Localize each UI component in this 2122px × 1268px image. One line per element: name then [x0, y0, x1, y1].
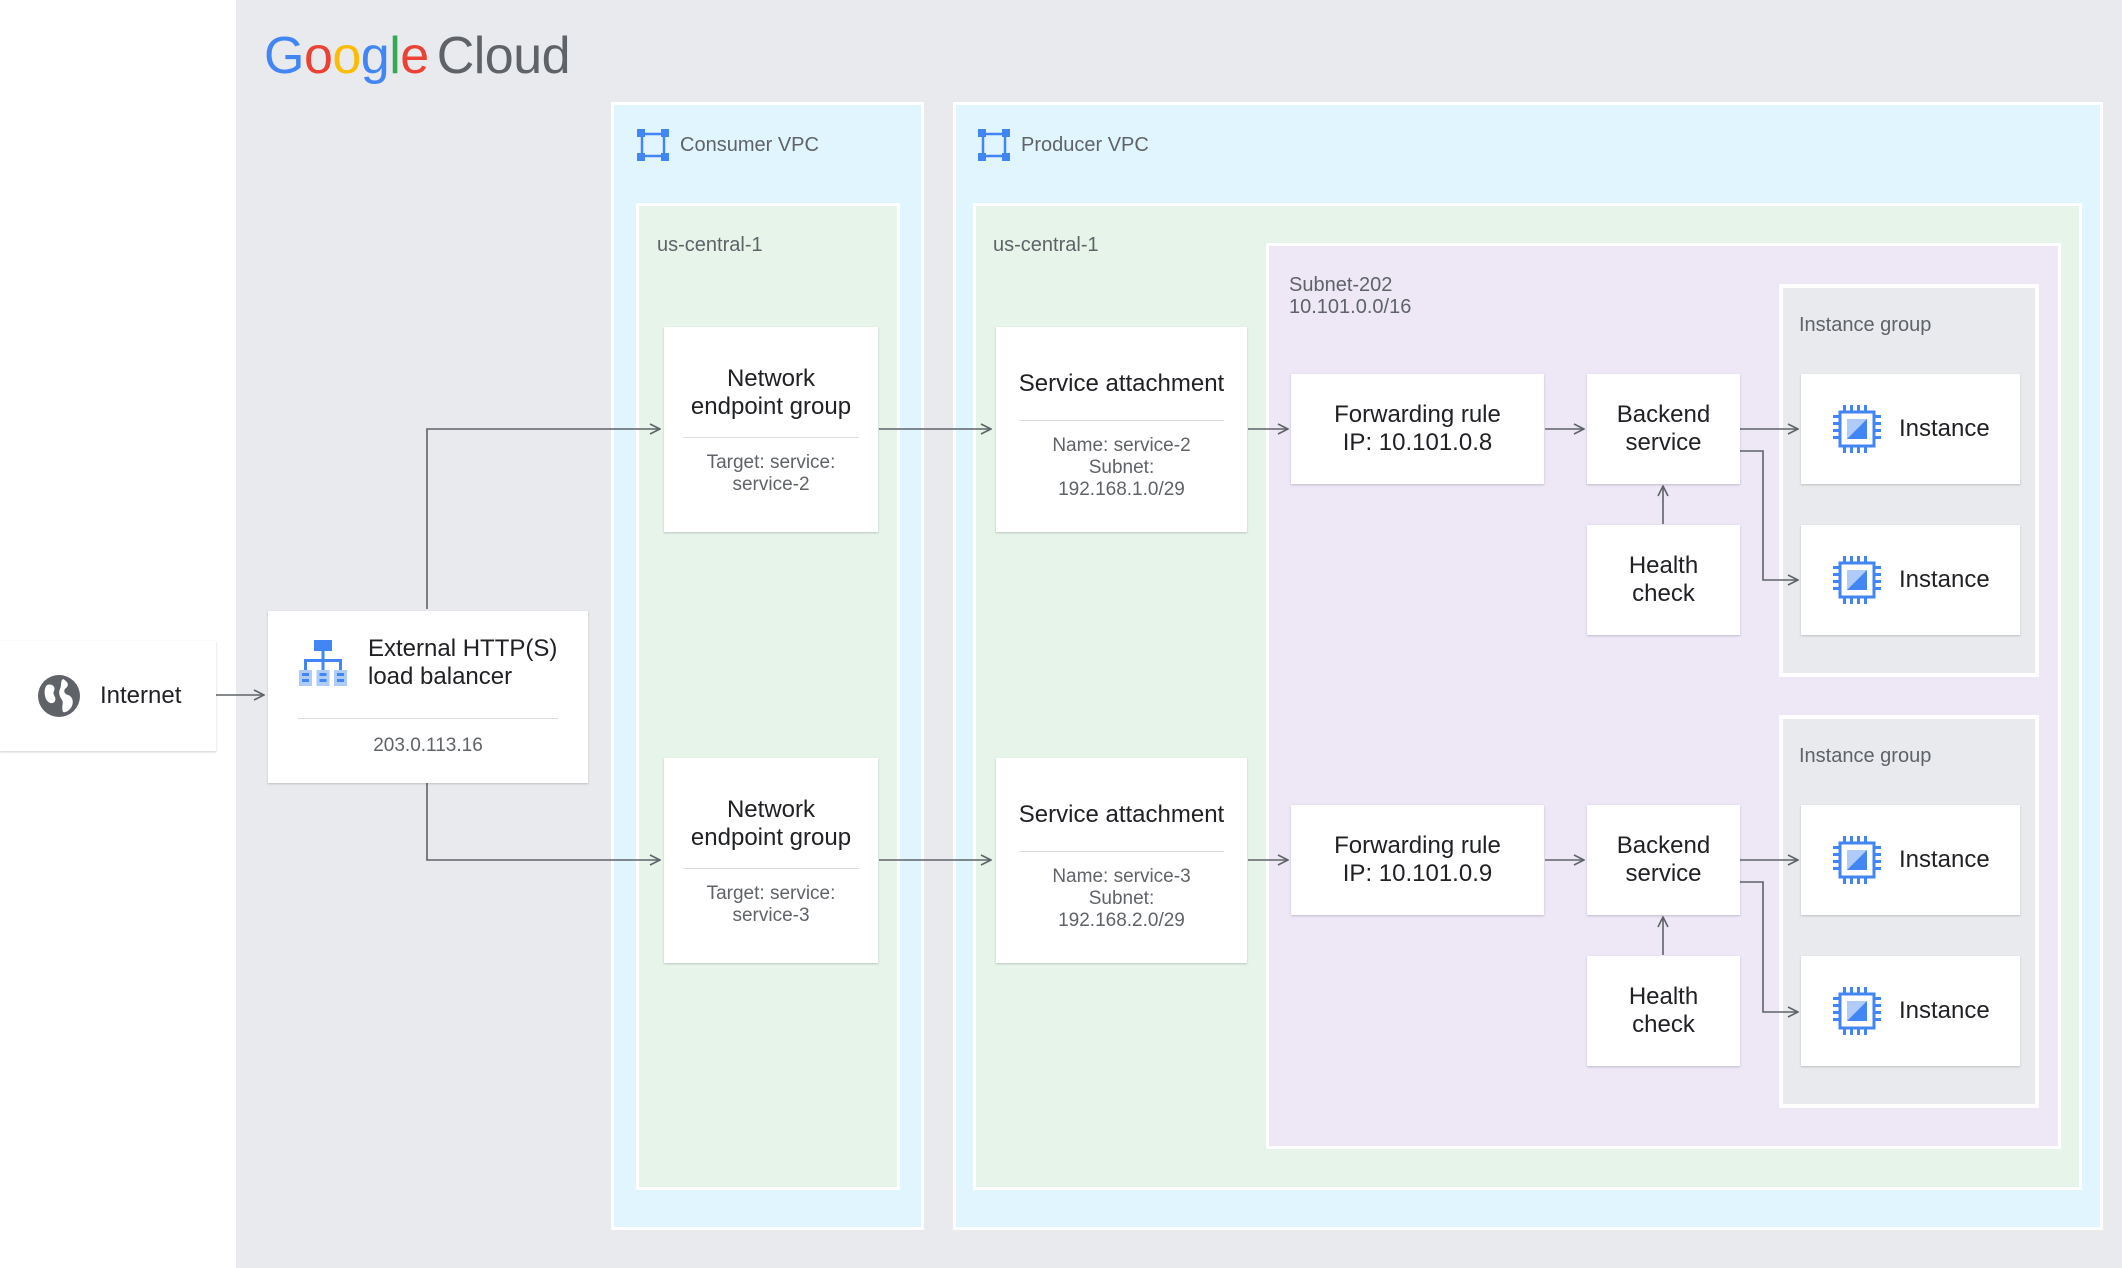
backend-service-2-title: Backend service — [1616, 832, 1711, 887]
neg-1-title: Network endpoint group — [690, 365, 852, 420]
service-attachment-2-title: Service attachment — [1018, 801, 1225, 828]
subnet-cidr: 10.101.0.0/16 — [1289, 296, 1412, 318]
arrow-bs-2-to-instance-4 — [1740, 881, 1798, 1012]
arrow-lb-to-neg-1 — [426, 429, 660, 609]
forwarding-rule-1: Forwarding rule IP: 10.101.0.8 — [1291, 374, 1544, 484]
backend-service-2: Backend service — [1587, 805, 1740, 915]
instance: Instance — [1801, 956, 2020, 1066]
divider — [683, 437, 859, 438]
internet-node: Internet — [0, 641, 216, 751]
vpc-icon — [978, 129, 1010, 161]
compute-instance-icon — [1833, 987, 1881, 1035]
producer-vpc-title: Producer VPC — [1021, 133, 1149, 156]
forwarding-rule-2: Forwarding rule IP: 10.101.0.9 — [1291, 805, 1544, 915]
divider — [683, 868, 859, 869]
instance-label: Instance — [1899, 846, 1990, 873]
service-attachment-2-details: Name: service-3 Subnet: 192.168.2.0/29 — [1052, 866, 1191, 931]
producer-vpc-label: Producer VPC — [977, 128, 1149, 162]
network-endpoint-group-1: Network endpoint group Target: service: … — [664, 327, 878, 532]
subnet-name: Subnet-202 — [1289, 274, 1393, 296]
instance-label: Instance — [1899, 415, 1990, 442]
divider — [298, 718, 558, 719]
service-attachment-1: Service attachment Name: service-2 Subne… — [996, 327, 1247, 532]
globe-icon — [38, 675, 80, 717]
backend-service-1-title: Backend service — [1616, 401, 1711, 456]
compute-instance-icon — [1833, 405, 1881, 453]
load-balancer-ip: 203.0.113.16 — [373, 735, 483, 756]
health-check-1-title: Health check — [1628, 552, 1699, 607]
forwarding-rule-2-title: Forwarding rule IP: 10.101.0.9 — [1334, 832, 1501, 887]
instance: Instance — [1801, 374, 2020, 484]
health-check-2-title: Health check — [1628, 983, 1699, 1038]
neg-1-target: Target: service: service-2 — [706, 452, 836, 495]
google-wordmark: Google — [264, 27, 429, 85]
service-attachment-1-details: Name: service-2 Subnet: 192.168.1.0/29 — [1052, 435, 1191, 500]
neg-2-title: Network endpoint group — [690, 796, 852, 851]
instance-label: Instance — [1899, 566, 1990, 593]
compute-instance-icon — [1833, 556, 1881, 604]
arrow-bs-1-to-instance-2 — [1740, 450, 1798, 580]
consumer-region-label: us-central-1 — [657, 234, 763, 256]
consumer-vpc-title: Consumer VPC — [680, 133, 819, 156]
load-balancer-icon — [299, 640, 347, 686]
arrow-lb-to-neg-2 — [426, 783, 660, 860]
divider — [1018, 851, 1225, 852]
instance: Instance — [1801, 525, 2020, 635]
instance-label: Instance — [1899, 997, 1990, 1024]
service-attachment-1-title: Service attachment — [1018, 370, 1225, 397]
neg-2-target: Target: service: service-3 — [706, 883, 836, 926]
instance: Instance — [1801, 805, 2020, 915]
service-attachment-2: Service attachment Name: service-3 Subne… — [996, 758, 1247, 963]
health-check-1: Health check — [1587, 525, 1740, 635]
instance-group-2-label: Instance group — [1799, 745, 1932, 767]
producer-region-label: us-central-1 — [993, 234, 1099, 256]
backend-service-1: Backend service — [1587, 374, 1740, 484]
network-endpoint-group-2: Network endpoint group Target: service: … — [664, 758, 878, 963]
health-check-2: Health check — [1587, 956, 1740, 1066]
instance-group-1-label: Instance group — [1799, 314, 1932, 336]
load-balancer-title: External HTTP(S) load balancer — [368, 635, 558, 690]
divider — [1018, 420, 1225, 421]
compute-instance-icon — [1833, 836, 1881, 884]
external-load-balancer: External HTTP(S) load balancer 203.0.113… — [268, 611, 588, 783]
consumer-vpc-label: Consumer VPC — [636, 128, 819, 162]
internet-label: Internet — [100, 682, 182, 709]
cloud-wordmark: Cloud — [436, 27, 571, 85]
vpc-icon — [637, 129, 669, 161]
forwarding-rule-1-title: Forwarding rule IP: 10.101.0.8 — [1334, 401, 1501, 456]
